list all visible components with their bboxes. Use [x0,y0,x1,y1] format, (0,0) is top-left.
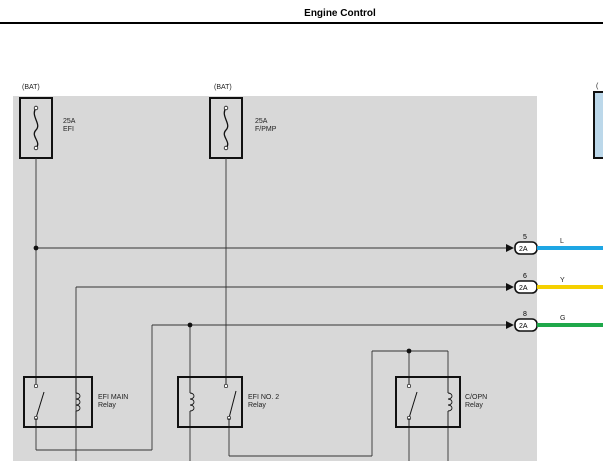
connector-pin-6 [506,280,603,294]
partial-text: ( [596,83,599,90]
connector-pin-5-number: 5 [523,234,527,241]
fuse-efi-name: EFI [63,126,74,133]
fuse-efi-source: (BAT) [22,84,40,91]
connector-pin-5 [506,241,603,255]
connector-pin-6-code: 2A [519,285,528,292]
connector-pin-8-code: 2A [519,323,528,330]
connector-pin-6-number: 6 [523,273,527,280]
internal-wiring [35,158,512,461]
relay-efi-no2 [177,376,243,428]
fuse-fpmp-rating: 25A [255,118,268,125]
relay-efi-main-type: Relay [98,402,116,409]
fuse-fpmp-source: (BAT) [214,84,232,91]
wire-g-label: G [560,315,565,322]
page-title: Engine Control [304,8,376,19]
relay-c-opn-type: Relay [465,402,483,409]
relay-efi-no2-name: EFI NO. 2 [248,394,279,401]
fuse-fpmp-name: F/PMP [255,126,277,133]
relay-c-opn [395,376,461,428]
partial-component-box [593,91,603,159]
wire-l-label: L [560,238,564,245]
relay-block-panel [13,96,537,461]
wire-y-label: Y [560,277,565,284]
relay-efi-no2-type: Relay [248,402,266,409]
connector-pin-5-code: 2A [519,246,528,253]
connector-pin-8 [506,318,603,332]
connector-pin-8-number: 8 [523,311,527,318]
relay-c-opn-name: C/OPN [465,394,487,401]
fuse-efi-rating: 25A [63,118,76,125]
junction-dots [33,245,412,354]
header-rule [0,22,603,24]
relay-efi-main [23,376,93,428]
relay-efi-main-name: EFI MAIN [98,394,128,401]
